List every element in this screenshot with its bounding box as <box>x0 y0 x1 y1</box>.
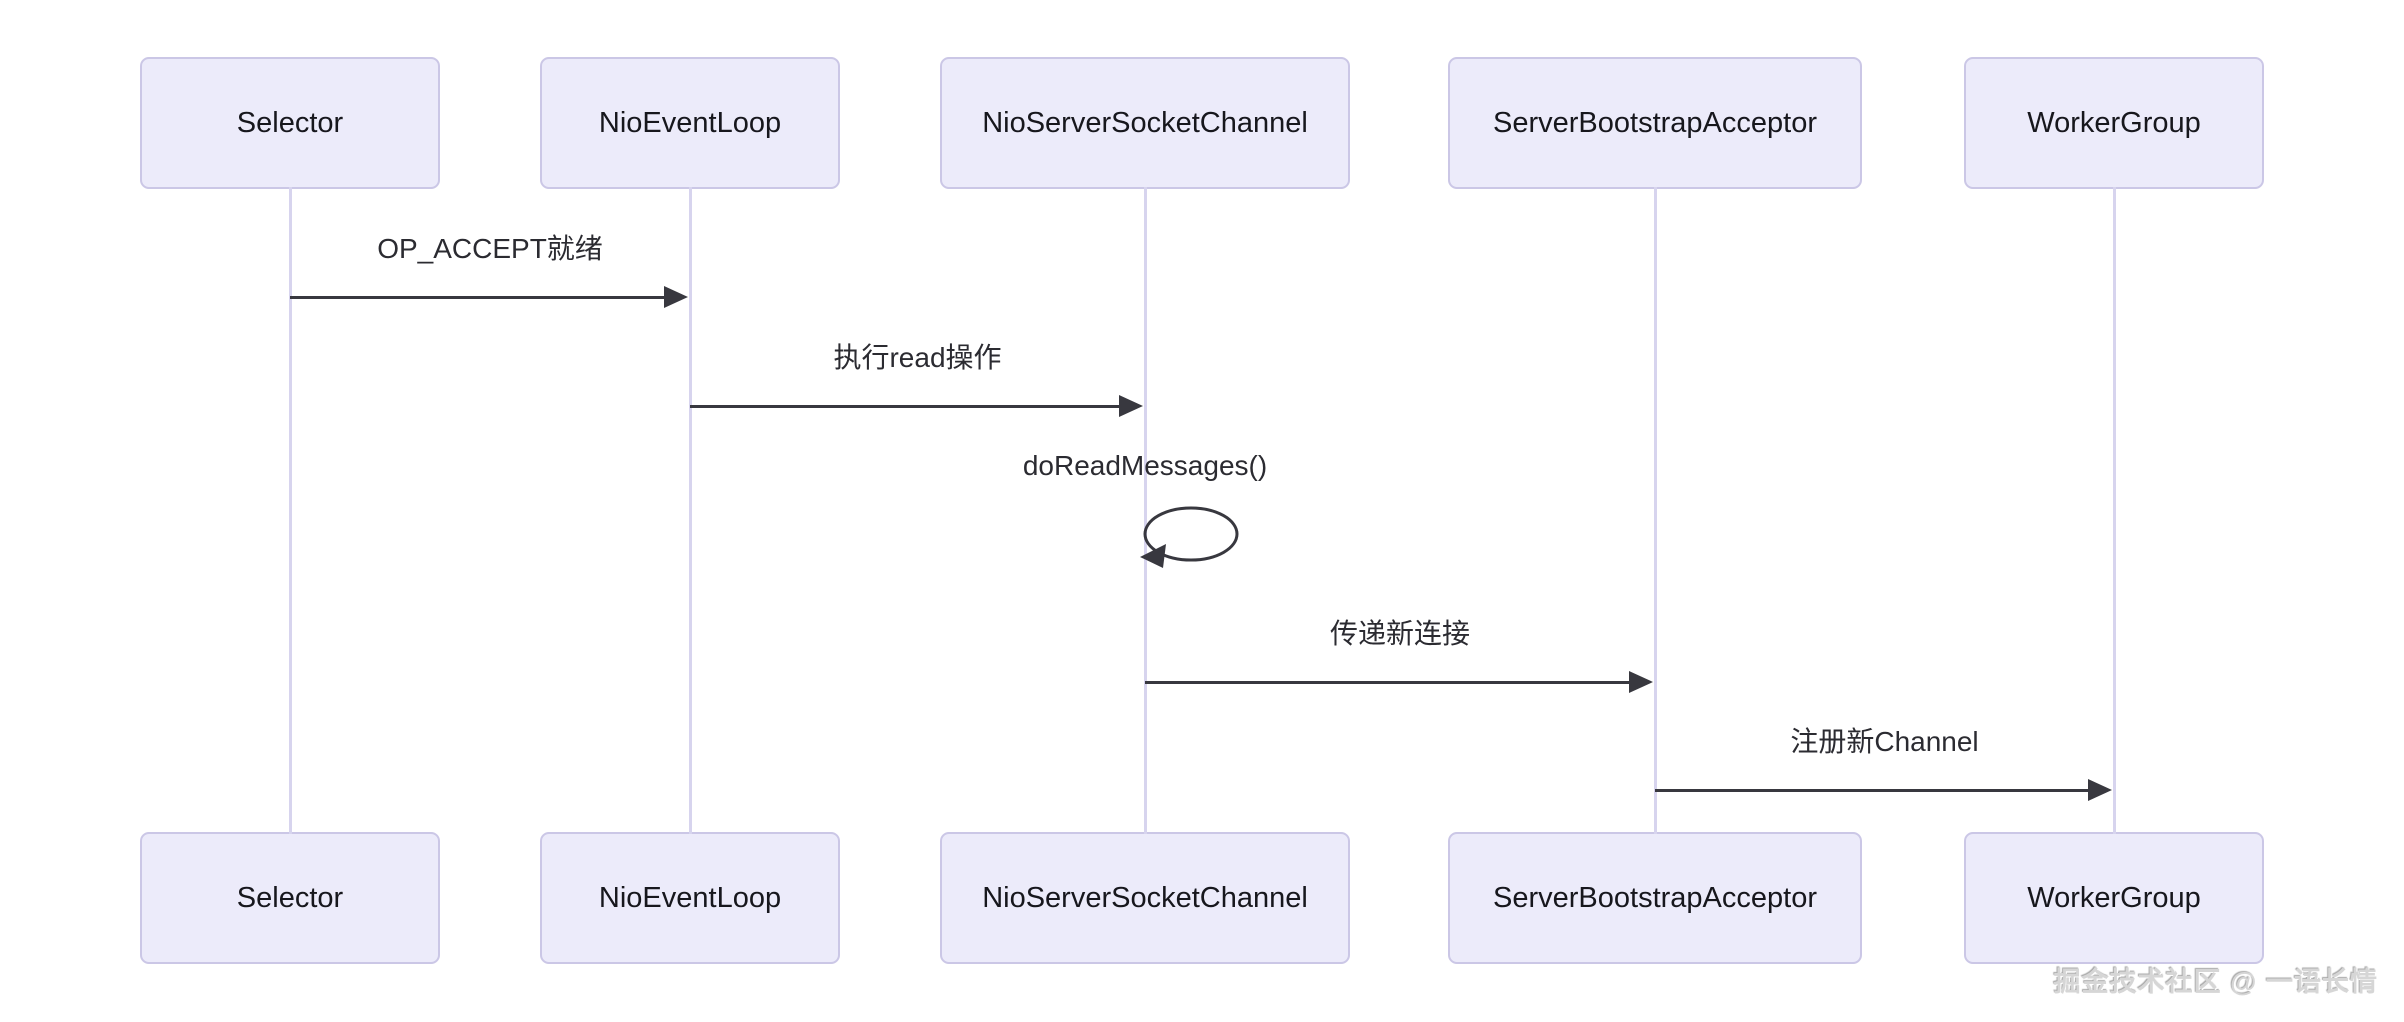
actor-label: NioServerSocketChannel <box>982 106 1308 139</box>
arrow-head-icon <box>2088 779 2112 801</box>
actor-top-server-bootstrap-acceptor: ServerBootstrapAcceptor <box>1448 57 1862 189</box>
actor-bottom-nio-server-socket-channel: NioServerSocketChannel <box>940 832 1350 964</box>
watermark: 掘金技术社区 @ 一语长情 <box>2053 967 2378 997</box>
actor-top-nio-event-loop: NioEventLoop <box>540 57 840 189</box>
arrow-head-icon <box>1629 671 1653 693</box>
actor-label: WorkerGroup <box>2027 106 2201 139</box>
arrow-head-icon <box>1119 395 1143 417</box>
message-line <box>1145 681 1633 684</box>
actor-label: Selector <box>236 881 344 914</box>
lifeline-worker-group <box>2112 187 2116 834</box>
actor-bottom-worker-group: WorkerGroup <box>1964 832 2264 964</box>
lifeline-nio-event-loop <box>688 187 692 834</box>
actor-top-nio-server-socket-channel: NioServerSocketChannel <box>940 57 1350 189</box>
lifeline-server-bootstrap-acceptor <box>1653 187 1657 834</box>
message-line <box>290 296 668 299</box>
arrow-head-icon <box>664 286 688 308</box>
actor-top-worker-group: WorkerGroup <box>1964 57 2264 189</box>
actor-bottom-selector: Selector <box>140 832 440 964</box>
message-label: doReadMessages() <box>1022 450 1268 481</box>
actor-label: NioEventLoop <box>598 106 782 139</box>
actor-label: NioEventLoop <box>598 881 782 914</box>
message-label: 传递新连接 <box>1329 618 1471 649</box>
self-loop-arrow <box>1140 506 1239 568</box>
actor-label: ServerBootstrapAcceptor <box>1493 106 1817 139</box>
actor-label: ServerBootstrapAcceptor <box>1493 881 1817 914</box>
actor-bottom-nio-event-loop: NioEventLoop <box>540 832 840 964</box>
lifeline-nio-server-socket-channel <box>1143 187 1147 834</box>
message-label: 执行read操作 <box>833 342 1002 373</box>
actor-label: NioServerSocketChannel <box>982 881 1308 914</box>
actor-top-selector: Selector <box>140 57 440 189</box>
message-line <box>1655 789 2092 792</box>
message-label: 注册新Channel <box>1790 726 1979 757</box>
message-line <box>690 405 1123 408</box>
message-label: OP_ACCEPT就绪 <box>377 233 603 264</box>
actor-bottom-server-bootstrap-acceptor: ServerBootstrapAcceptor <box>1448 832 1862 964</box>
actor-label: Selector <box>236 106 344 139</box>
actor-label: WorkerGroup <box>2027 881 2201 914</box>
lifeline-selector <box>288 187 292 834</box>
arrow-head-icon <box>1140 544 1166 568</box>
